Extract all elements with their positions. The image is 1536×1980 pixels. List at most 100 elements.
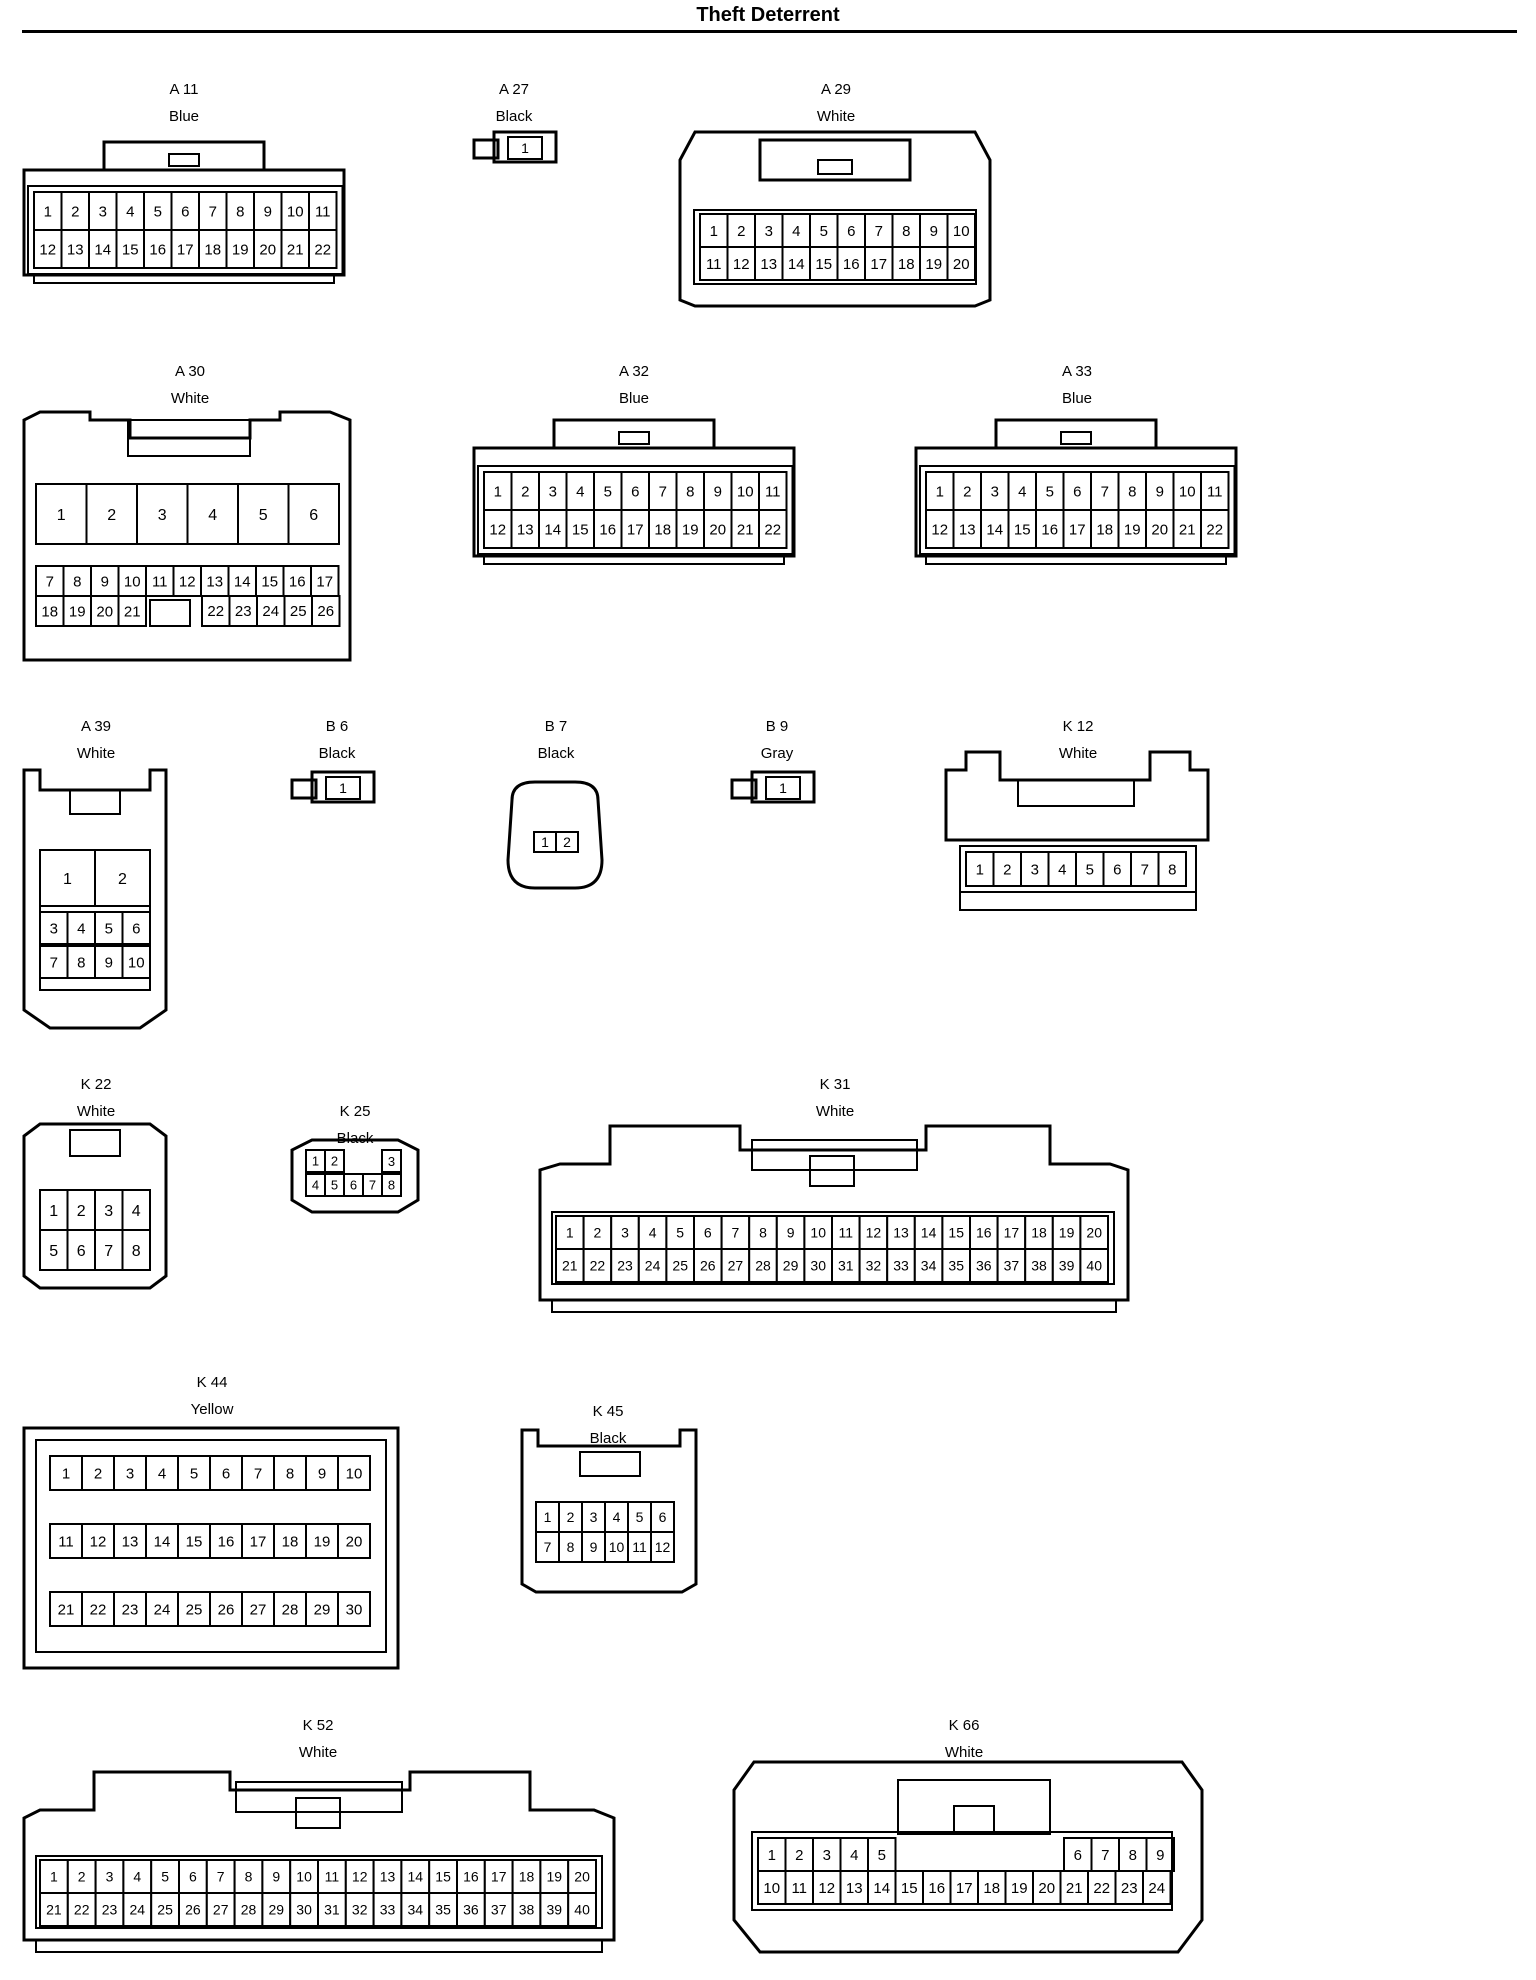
pin-cell bbox=[812, 1837, 842, 1872]
pin-cell bbox=[324, 1149, 345, 1173]
pin-number: 17 bbox=[177, 241, 194, 258]
pin-number: 27 bbox=[728, 1258, 744, 1274]
pin-number: 23 bbox=[617, 1258, 633, 1274]
housing-base bbox=[35, 1939, 603, 1953]
pin-number: 10 bbox=[128, 954, 145, 971]
pin-number: 39 bbox=[547, 1902, 563, 1918]
pin-number: 3 bbox=[106, 1869, 114, 1885]
pin-number: 17 bbox=[870, 256, 887, 273]
pin-number: 4 bbox=[126, 203, 134, 220]
pin-cell bbox=[94, 1892, 125, 1927]
connector-color: White bbox=[299, 1744, 337, 1761]
housing-outline bbox=[538, 1124, 1130, 1302]
housing-outline bbox=[290, 1138, 420, 1214]
pin-cell bbox=[289, 1892, 320, 1927]
pin-cell bbox=[483, 509, 513, 549]
connector-id: K 66 bbox=[949, 1717, 980, 1734]
pin-number: 10 bbox=[763, 1880, 780, 1897]
pin-number: 6 bbox=[1113, 861, 1121, 878]
latch-tab bbox=[817, 159, 853, 175]
pin-number: 29 bbox=[783, 1258, 799, 1274]
pin-number: 6 bbox=[132, 920, 140, 937]
pin-number: 21 bbox=[46, 1902, 62, 1918]
connector-color: Black bbox=[319, 745, 356, 762]
pin-cell bbox=[66, 1229, 96, 1271]
pin-number: 8 bbox=[286, 1465, 294, 1482]
pin-number: 16 bbox=[289, 573, 306, 590]
pin-number: 8 bbox=[77, 954, 85, 971]
pin-number: 13 bbox=[893, 1225, 909, 1241]
pin-number: 20 bbox=[346, 1533, 363, 1550]
pin-number: 3 bbox=[765, 223, 773, 240]
pin-cell bbox=[582, 1248, 613, 1283]
pin-number: 15 bbox=[948, 1225, 964, 1241]
pin-number: 5 bbox=[1046, 483, 1054, 500]
pin-number: 4 bbox=[613, 1509, 621, 1525]
pin-cell bbox=[94, 911, 124, 945]
connector-color: Yellow bbox=[191, 1401, 234, 1418]
pin-number: 7 bbox=[1101, 1847, 1109, 1864]
pin-number: 17 bbox=[491, 1869, 507, 1885]
connector-color: White bbox=[945, 1744, 983, 1761]
pin-cell bbox=[381, 1173, 402, 1197]
pin-number: 9 bbox=[272, 1869, 280, 1885]
pin-cell bbox=[593, 509, 623, 549]
pin-cell bbox=[650, 1531, 675, 1563]
connector-id: A 39 bbox=[81, 718, 111, 735]
pin-number: 19 bbox=[314, 1533, 331, 1550]
pin-number: 9 bbox=[1156, 483, 1164, 500]
connector-color: White bbox=[171, 390, 209, 407]
pin-cell bbox=[949, 1870, 979, 1905]
pin-cell bbox=[538, 509, 568, 549]
pin-cell bbox=[675, 471, 705, 511]
pin-number: 12 bbox=[352, 1869, 368, 1885]
pin-number: 33 bbox=[380, 1902, 396, 1918]
pin-number: 7 bbox=[1101, 483, 1109, 500]
pin-cell bbox=[209, 1455, 243, 1491]
pin-cell bbox=[965, 851, 995, 887]
pin-number: 33 bbox=[893, 1258, 909, 1274]
pin-cell bbox=[177, 1591, 211, 1627]
pin-number: 6 bbox=[181, 203, 189, 220]
pin-cell bbox=[113, 1455, 147, 1491]
pin-cell bbox=[1142, 1870, 1172, 1905]
pin-number: 2 bbox=[94, 1465, 102, 1482]
pin-number: 3 bbox=[99, 203, 107, 220]
pin-number: 36 bbox=[976, 1258, 992, 1274]
pin-number: 4 bbox=[312, 1178, 319, 1193]
connector-id: K 52 bbox=[303, 1717, 334, 1734]
pin-number: 11 bbox=[58, 1533, 74, 1550]
pin-number: 3 bbox=[991, 483, 999, 500]
pin-number: 27 bbox=[250, 1601, 267, 1618]
pin-number: 22 bbox=[590, 1258, 606, 1274]
pin-cell bbox=[311, 595, 341, 627]
pin-frame bbox=[751, 1831, 1173, 1911]
pin-number: 2 bbox=[963, 483, 971, 500]
pin-number: 22 bbox=[207, 603, 224, 620]
pin-number: 4 bbox=[792, 223, 800, 240]
latch-frame bbox=[758, 138, 912, 182]
pin-number: 3 bbox=[126, 1465, 134, 1482]
pin-cell bbox=[886, 1248, 916, 1283]
pin-cell bbox=[241, 1523, 275, 1559]
pin-number: 12 bbox=[90, 1533, 107, 1550]
pin-cell bbox=[891, 246, 921, 281]
pin-number: 10 bbox=[1179, 483, 1196, 500]
pin-cell bbox=[1118, 1837, 1148, 1872]
pin-number: 22 bbox=[1206, 521, 1223, 538]
pin-number: 11 bbox=[765, 483, 781, 500]
pin-number: 14 bbox=[788, 256, 805, 273]
pin-number: 6 bbox=[1073, 483, 1081, 500]
pin-number: 25 bbox=[157, 1902, 173, 1918]
pin-number: 14 bbox=[873, 1880, 890, 1897]
latch-frame bbox=[235, 1781, 403, 1813]
pin-number: 12 bbox=[818, 1880, 835, 1897]
pin-number: 9 bbox=[714, 483, 722, 500]
pin-number: 28 bbox=[755, 1258, 771, 1274]
pin-number: 19 bbox=[925, 256, 942, 273]
pin-number: 30 bbox=[296, 1902, 312, 1918]
